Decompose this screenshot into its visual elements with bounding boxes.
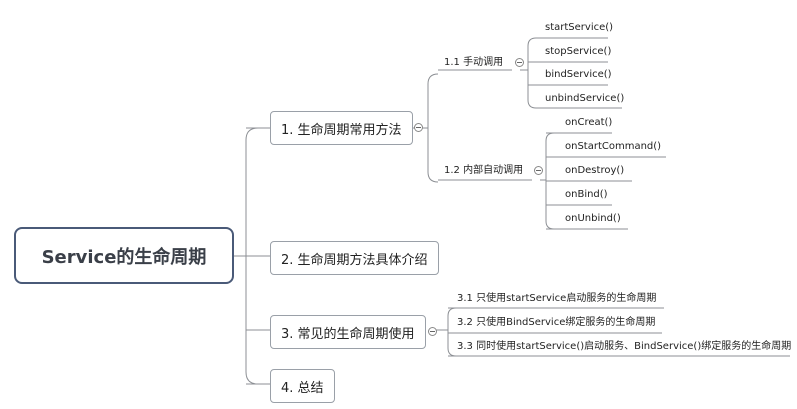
leaf-onstartcommand[interactable]: onStartCommand() bbox=[565, 141, 662, 152]
leaf-oncreat[interactable]: onCreat() bbox=[565, 117, 613, 128]
branch-3-node[interactable]: 3. 常见的生命周期使用 bbox=[270, 315, 426, 349]
root-title: Service的生命周期 bbox=[41, 246, 207, 268]
branch-1-node[interactable]: 1. 生命周期常用方法 bbox=[270, 111, 413, 145]
collapse-icon[interactable] bbox=[414, 123, 423, 132]
branch-4-label: 4. 总结 bbox=[281, 380, 324, 396]
collapse-icon[interactable] bbox=[534, 166, 543, 175]
sub-1-1-label[interactable]: 1.1 手动调用 bbox=[444, 57, 504, 68]
collapse-icon[interactable] bbox=[428, 327, 437, 336]
leaf-onbind[interactable]: onBind() bbox=[565, 189, 608, 200]
leaf-3-3[interactable]: 3.3 同时使用startService()启动服务、BindService()… bbox=[457, 341, 792, 352]
leaf-3-1[interactable]: 3.1 只使用startService启动服务的生命周期 bbox=[457, 293, 657, 304]
branch-4-node[interactable]: 4. 总结 bbox=[270, 369, 335, 403]
leaf-onunbind[interactable]: onUnbind() bbox=[565, 213, 621, 224]
branch-1-label: 1. 生命周期常用方法 bbox=[281, 122, 402, 138]
branch-3-label: 3. 常见的生命周期使用 bbox=[281, 326, 415, 342]
leaf-unbindservice[interactable]: unbindService() bbox=[545, 93, 625, 104]
root-node[interactable]: Service的生命周期 bbox=[14, 227, 234, 284]
leaf-ondestroy[interactable]: onDestroy() bbox=[565, 165, 625, 176]
leaf-stopservice[interactable]: stopService() bbox=[545, 46, 612, 57]
leaf-bindservice[interactable]: bindService() bbox=[545, 69, 612, 80]
leaf-3-2[interactable]: 3.2 只使用BindService绑定服务的生命周期 bbox=[457, 317, 656, 328]
collapse-icon[interactable] bbox=[515, 58, 524, 67]
leaf-startservice[interactable]: startService() bbox=[545, 22, 614, 33]
branch-2-label: 2. 生命周期方法具体介绍 bbox=[281, 252, 428, 268]
sub-1-2-label[interactable]: 1.2 内部自动调用 bbox=[444, 165, 524, 176]
branch-2-node[interactable]: 2. 生命周期方法具体介绍 bbox=[270, 241, 439, 275]
